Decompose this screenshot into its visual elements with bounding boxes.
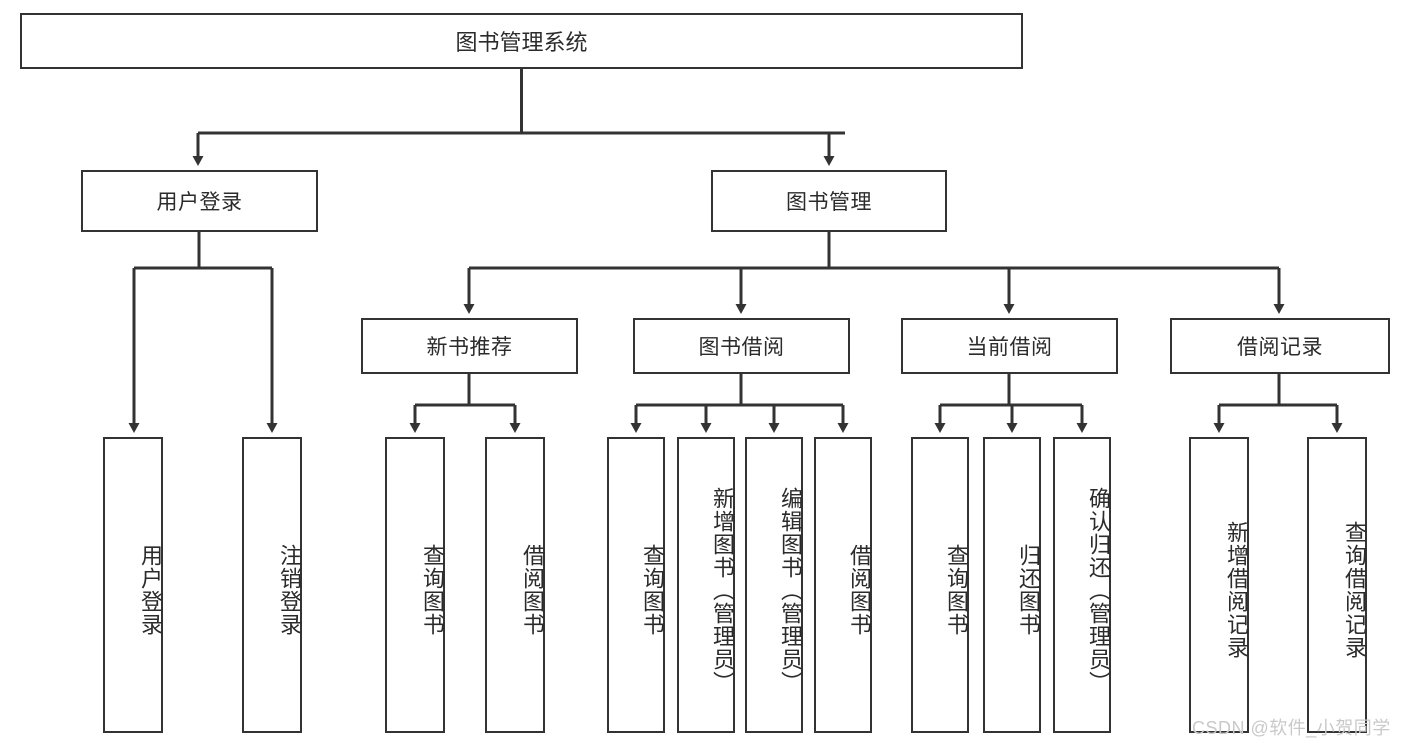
node-label: 归还图书 — [1016, 544, 1041, 636]
node-label: 图书借阅 — [698, 336, 785, 359]
node-label: 确认归还（管理员） — [1086, 486, 1111, 694]
node-label: 用户登录 — [138, 544, 163, 636]
node-leaf-borrow-book-new[interactable]: 借阅图书 — [485, 437, 545, 733]
node-leaf-add-borrow-record[interactable]: 新增借阅记录 — [1189, 437, 1249, 733]
node-label: 借阅记录 — [1237, 336, 1323, 359]
node-label: 查询图书 — [640, 544, 665, 636]
node-leaf-borrow-book[interactable]: 借阅图书 — [814, 437, 872, 733]
node-label: 注销登录 — [277, 544, 302, 636]
node-new-book-recommend[interactable]: 新书推荐 — [361, 318, 578, 374]
node-label: 用户登录 — [156, 191, 243, 214]
node-leaf-user-login[interactable]: 用户登录 — [103, 437, 163, 733]
node-label: 图书管理 — [786, 191, 872, 214]
node-label: 图书管理系统 — [455, 30, 588, 55]
node-label: 借阅图书 — [520, 544, 545, 636]
node-root-system[interactable]: 图书管理系统 — [20, 13, 1023, 69]
node-borrow-records[interactable]: 借阅记录 — [1170, 318, 1390, 374]
node-label: 新增借阅记录 — [1224, 521, 1249, 659]
node-leaf-query-book-borrow[interactable]: 查询图书 — [607, 437, 665, 733]
node-leaf-return-book[interactable]: 归还图书 — [983, 437, 1041, 733]
node-current-borrow[interactable]: 当前借阅 — [901, 318, 1118, 374]
node-leaf-add-book-admin[interactable]: 新增图书（管理员） — [677, 437, 735, 733]
node-label: 查询图书 — [944, 544, 969, 636]
node-leaf-query-borrow-record[interactable]: 查询借阅记录 — [1307, 437, 1367, 733]
node-label: 当前借阅 — [966, 336, 1053, 359]
node-leaf-query-book-new[interactable]: 查询图书 — [385, 437, 445, 733]
node-leaf-edit-book-admin[interactable]: 编辑图书（管理员） — [745, 437, 803, 733]
node-leaf-confirm-return-admin[interactable]: 确认归还（管理员） — [1053, 437, 1111, 733]
node-label: 新书推荐 — [426, 336, 513, 359]
node-label: 查询借阅记录 — [1342, 521, 1367, 659]
node-book-borrow[interactable]: 图书借阅 — [633, 318, 850, 374]
node-label: 借阅图书 — [847, 544, 872, 636]
node-leaf-logout[interactable]: 注销登录 — [242, 437, 302, 733]
node-leaf-query-book-current[interactable]: 查询图书 — [911, 437, 969, 733]
node-label: 查询图书 — [420, 544, 445, 636]
node-user-login[interactable]: 用户登录 — [81, 170, 318, 232]
node-label: 新增图书（管理员） — [710, 486, 735, 694]
node-book-management[interactable]: 图书管理 — [711, 170, 947, 232]
node-label: 编辑图书（管理员） — [778, 486, 803, 694]
